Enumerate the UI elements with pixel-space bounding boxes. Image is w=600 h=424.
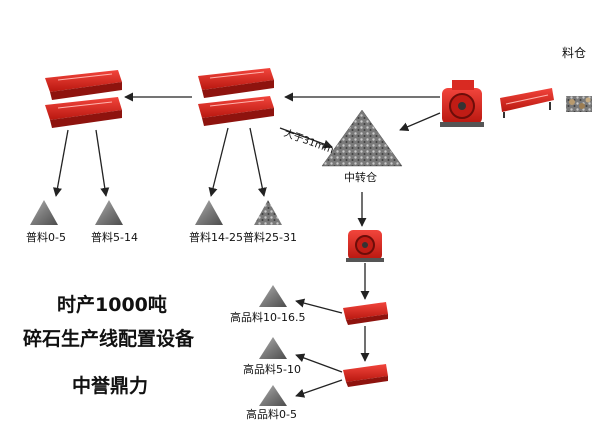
company-name: 中誉鼎力 (72, 375, 149, 397)
arrow-hq-screen-to-h3 (295, 379, 343, 398)
pile-p4 (254, 200, 282, 225)
vibrating-screen-left-top (45, 70, 122, 100)
mid-silo-label: 中转仓 (344, 171, 377, 184)
pile-p2 (95, 200, 123, 225)
title-line2: 碎石生产线配置设备 (23, 328, 195, 350)
product-label-h3: 高品料0-5 (246, 408, 297, 421)
primary-crusher (440, 80, 484, 127)
arrow-screens-to-mid-silo (279, 127, 333, 149)
title-line1: 时产1000吨 (57, 294, 167, 316)
arrow-left-to-p2 (95, 129, 110, 197)
pile-p3 (195, 200, 223, 225)
pile-h2 (259, 337, 287, 359)
pile-p1 (30, 200, 58, 225)
vibrating-screen-left-bottom (45, 97, 122, 128)
flow-arrows (52, 92, 441, 398)
arrow-crusher-to-mid-silo (399, 112, 441, 131)
secondary-crusher (346, 230, 384, 262)
arrow-mid-to-p3 (208, 127, 229, 197)
arrow-hq-screen-to-h1 (295, 298, 343, 314)
arrow-mid-to-p4 (249, 127, 267, 197)
pile-h1 (259, 285, 287, 307)
product-label-h1: 高品料10-16.5 (230, 311, 306, 324)
pile-h3 (259, 385, 287, 406)
product-label-p3: 普料14-25 (189, 231, 243, 244)
arrow-hq-screen-to-h2 (295, 353, 343, 373)
mid-silo-stone-pile (321, 109, 403, 167)
product-label-h2: 高品料5-10 (243, 363, 301, 376)
vibrating-feeder (500, 88, 554, 118)
vibrating-screen-hq-top (343, 302, 388, 325)
vibrating-screen-hq-bottom (343, 364, 388, 387)
raw-stone-pile (566, 96, 592, 112)
vibrating-screen-mid-bottom (198, 96, 274, 126)
vibrating-screen-mid-top (198, 68, 274, 98)
product-label-p4: 普料25-31 (243, 231, 297, 244)
product-label-p1: 普料0-5 (26, 231, 66, 244)
silo-label: 料仓 (562, 46, 587, 60)
product-label-p2: 普料5-14 (91, 231, 138, 244)
arrow-left-to-p1 (52, 129, 69, 197)
